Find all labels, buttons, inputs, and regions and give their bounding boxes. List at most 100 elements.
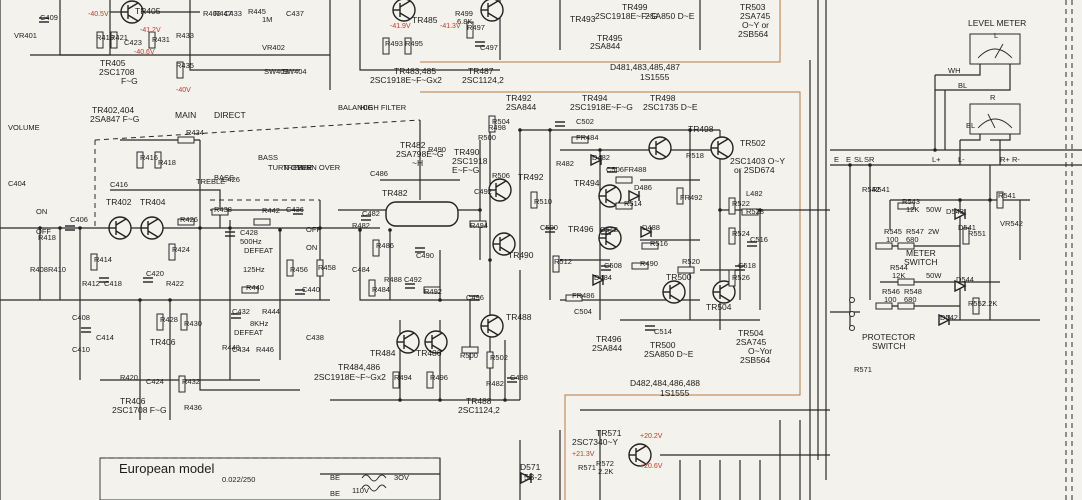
component-label: LEVEL METER: [968, 18, 1026, 28]
component-label: TR500: [650, 340, 676, 350]
component-label: 110V: [352, 486, 369, 495]
component-label: R518: [686, 151, 704, 160]
component-label: TR488: [466, 396, 492, 406]
component-label: C428: [240, 228, 258, 237]
resistor-symbol: [897, 202, 915, 210]
junction-dot: [438, 398, 442, 402]
junction-dot: [138, 298, 142, 302]
resistor-symbol: [875, 242, 893, 250]
junction-dot: [988, 198, 992, 202]
component-label: C490: [416, 251, 434, 260]
component-label: R420: [120, 373, 138, 382]
component-label: R416: [140, 153, 158, 162]
component-label: C506: [606, 165, 624, 174]
component-label: TR484,486: [338, 362, 380, 372]
component-label: TR502: [740, 138, 766, 148]
transistor-symbol: [424, 330, 448, 354]
resistor-symbol: [168, 243, 176, 261]
component-label: R502: [490, 353, 508, 362]
component-label: 2SC1918E~F~Gx2: [370, 75, 442, 85]
capacitor-symbol: [555, 121, 565, 127]
component-label: 2SC1735 D~E: [643, 102, 698, 112]
component-label: FR492: [680, 193, 703, 202]
capacitor-symbol: [415, 247, 425, 253]
component-label: or 2SD674: [734, 165, 775, 175]
component-label: R486: [376, 241, 394, 250]
junction-dot: [548, 128, 552, 132]
component-label: 2SC1708: [99, 67, 135, 77]
capacitor-symbol: [507, 377, 517, 383]
component-label: TR405: [135, 6, 161, 16]
component-label: OFF: [36, 227, 51, 236]
resistor-symbol: [156, 313, 164, 331]
component-label: C424: [146, 377, 164, 386]
component-label: R495: [405, 39, 423, 48]
component-label: 50W: [926, 271, 942, 280]
component-label: 12K: [906, 205, 919, 214]
component-label: C423: [124, 38, 142, 47]
resistor-symbol: [404, 37, 412, 55]
diode-symbol: [954, 207, 967, 221]
component-label: R572: [596, 459, 614, 468]
component-label: ~H: [412, 158, 423, 168]
component-label: DIRECT: [214, 110, 246, 120]
component-label: C440: [302, 285, 320, 294]
component-label: R571: [854, 365, 872, 374]
component-label: TR402: [106, 197, 132, 207]
component-label: TR504: [738, 328, 764, 338]
component-label: C497: [480, 43, 498, 52]
component-label: R419: [96, 33, 114, 42]
component-label: 100: [884, 295, 897, 304]
component-label: R422: [166, 279, 184, 288]
capacitor-symbol: [645, 325, 655, 331]
component-label: R490: [428, 145, 446, 154]
component-label: C433: [224, 9, 242, 18]
junction-dot: [958, 198, 962, 202]
component-label: R545: [884, 227, 902, 236]
component-label: D488: [642, 223, 660, 232]
component-label: R546: [882, 287, 900, 296]
component-label: D541: [958, 223, 976, 232]
capacitor-symbol: [735, 265, 745, 271]
component-label: C514: [654, 327, 672, 336]
component-label: 680: [904, 295, 917, 304]
component-label: TR487: [468, 66, 494, 76]
component-label: 2SA844: [506, 102, 537, 112]
component-label: R456: [290, 265, 308, 274]
junction-dot: [933, 148, 937, 152]
resistor-symbol: [996, 191, 1004, 209]
component-label: TR495: [597, 33, 623, 43]
component-label: FR486: [572, 291, 595, 300]
component-label: R435: [176, 61, 194, 70]
component-label: E: [834, 155, 839, 164]
component-label: VR542: [1000, 219, 1023, 228]
component-label: R412: [82, 279, 100, 288]
junction-dot: [198, 226, 202, 230]
component-label: 680: [906, 235, 919, 244]
component-label: 2SB564: [738, 29, 769, 39]
resistor-symbol: [382, 37, 390, 55]
component-label: R440: [246, 283, 264, 292]
capacitor-symbol: [231, 313, 241, 319]
junction-dot: [478, 208, 482, 212]
junction-dot: [228, 226, 232, 230]
component-label: TR493: [570, 14, 596, 24]
voltage-annotation: -41.9V: [390, 23, 411, 30]
component-label: BE: [330, 473, 340, 482]
resistor-symbol: [631, 262, 649, 270]
component-label: R+: [1000, 155, 1010, 164]
voltage-annotation: -41.3V: [440, 23, 461, 30]
junction-dot: [848, 163, 852, 167]
resistor-symbol: [286, 259, 294, 277]
junction-dot: [598, 148, 602, 152]
component-label: 2SC1124,2: [458, 405, 500, 415]
capacitor-symbol: [601, 265, 611, 271]
component-label: TR404: [140, 197, 166, 207]
component-label: R448: [222, 343, 240, 352]
component-label: TURN OVER: [268, 163, 313, 172]
component-label: D484: [594, 273, 612, 282]
resistor-symbol: [110, 31, 118, 49]
resistor-symbol: [154, 151, 162, 169]
diode-symbol: [640, 225, 653, 239]
component-label: C502: [576, 117, 594, 126]
